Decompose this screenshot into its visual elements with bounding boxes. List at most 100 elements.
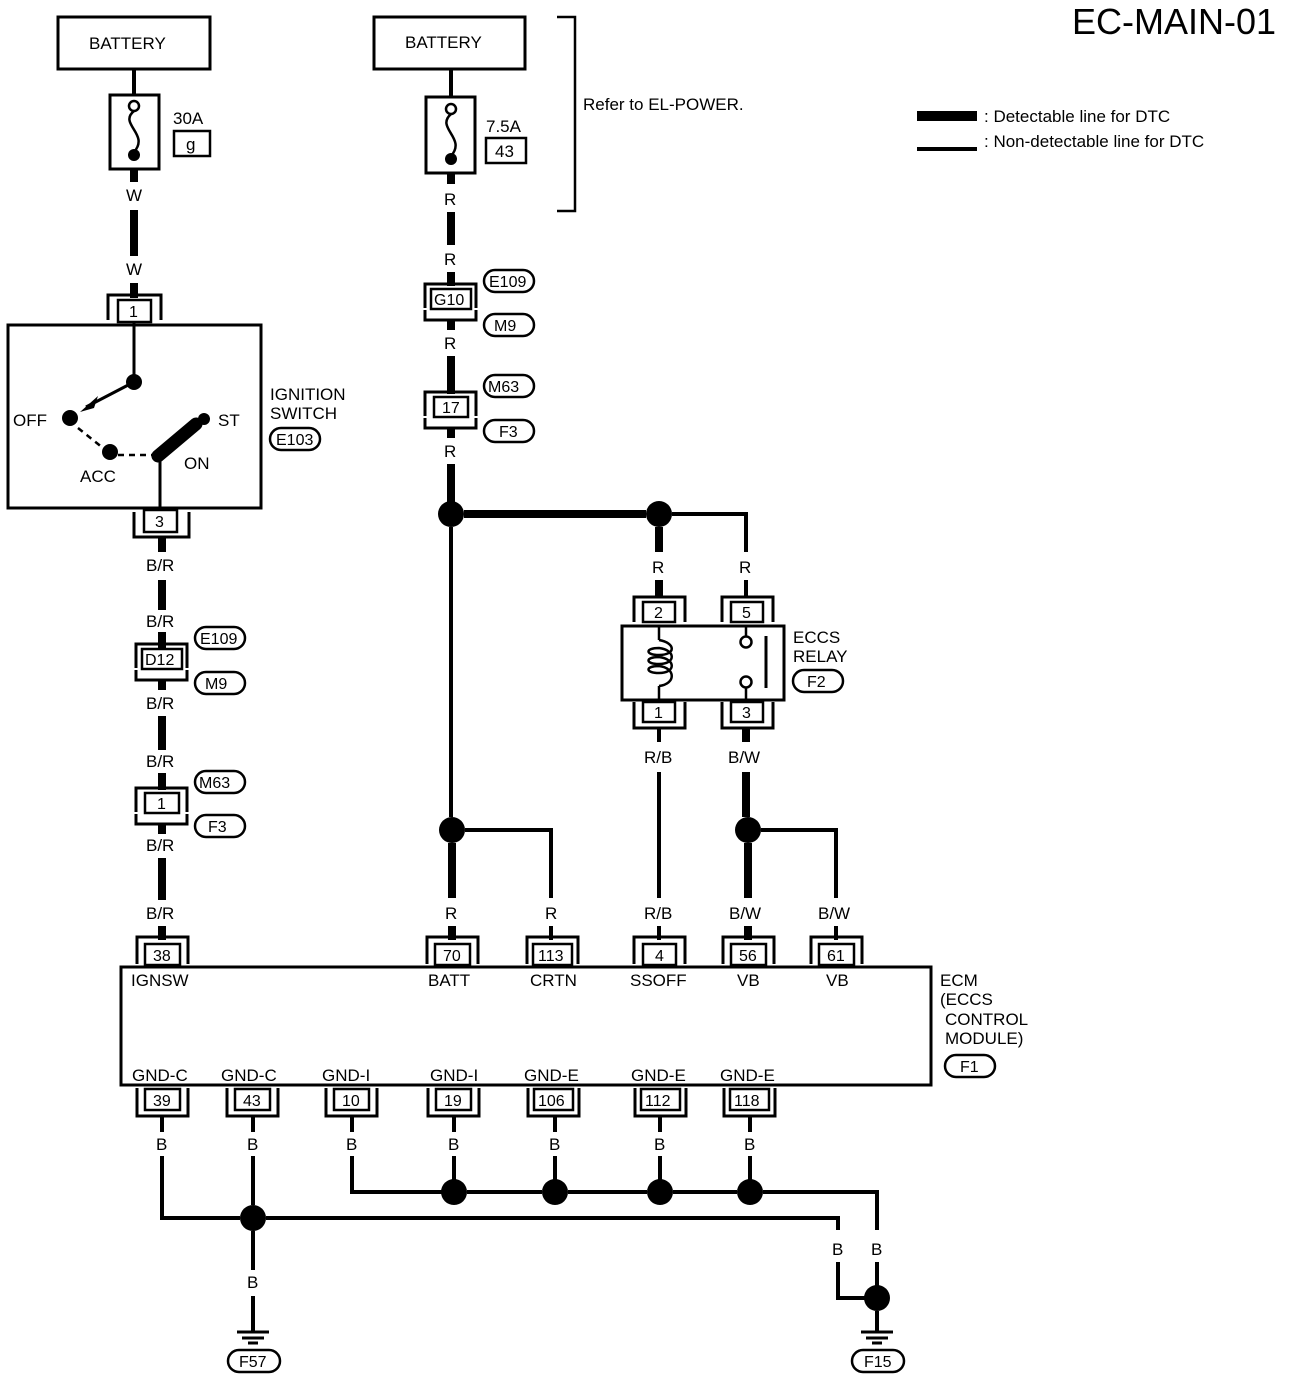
- ecm-label-vb61: VB: [826, 971, 849, 990]
- ecm-pin-39: 39: [135, 1087, 190, 1118]
- ecm-label-crtn: CRTN: [530, 971, 577, 990]
- ecm-pin-113: 113 CRTN: [525, 935, 580, 990]
- svg-text:61: 61: [827, 948, 845, 965]
- ecm-label-gnd-43: GND-C: [221, 1066, 277, 1085]
- svg-text:19: 19: [444, 1093, 462, 1110]
- svg-text:106: 106: [538, 1093, 565, 1110]
- svg-text:113: 113: [538, 948, 564, 965]
- legend: : Detectable line for DTC : Non-detectab…: [917, 107, 1204, 151]
- ecm-label-ignsw: IGNSW: [131, 971, 189, 990]
- svg-text:43: 43: [243, 1093, 261, 1110]
- svg-text:10: 10: [342, 1093, 360, 1110]
- ground-wiring: B B B B B B B B F57 B: [156, 1116, 906, 1374]
- refer-note: Refer to EL-POWER.: [583, 95, 744, 114]
- ignition-connector: E103: [276, 432, 313, 449]
- ecm-pin-70: 70 BATT: [425, 935, 480, 990]
- ecm-label-gnd-118: GND-E: [720, 1066, 775, 1085]
- ignition-pos-acc: ACC: [80, 467, 116, 486]
- wire-label-b-10: B: [346, 1135, 357, 1154]
- splice-gnd-106: [542, 1179, 568, 1205]
- svg-text:112: 112: [645, 1093, 671, 1110]
- ecm-pin-19: 19: [426, 1087, 481, 1118]
- right-joint1-pin: G10: [434, 292, 464, 309]
- ecm-pin-61: 61 VB: [809, 935, 864, 990]
- splice-top-right: [646, 501, 672, 527]
- ignition-switch: 1 OFF ACC ON ST 3 IGNITION SWITCH E103: [6, 293, 346, 539]
- right-joint2-bottom: F3: [499, 424, 518, 441]
- relay-pin-5: 5: [742, 605, 751, 622]
- wire-label-r3: R: [444, 334, 456, 353]
- fuse-30a-id: g: [186, 135, 195, 154]
- wire-label-b-112: B: [654, 1135, 665, 1154]
- relay-name-1: ECCS: [793, 628, 840, 647]
- battery-right: BATTERY: [372, 15, 527, 71]
- ecm-name-1: ECM: [940, 971, 978, 990]
- ecm-pin-43: 43: [225, 1087, 280, 1118]
- ground-f15: F15: [864, 1354, 892, 1371]
- page-code: EC-MAIN-01: [1072, 1, 1276, 42]
- connector-right-joint1: G10 E109 M9: [423, 268, 536, 338]
- refer-bracket: [557, 15, 577, 213]
- ecm: 38 IGNSW 70 BATT 113 CRTN 4 SSOFF 56 VB: [119, 935, 1028, 1118]
- splice-gnd-c: [240, 1205, 266, 1231]
- wire-label-r1: R: [444, 190, 456, 209]
- wire-label-b-43: B: [247, 1135, 258, 1154]
- wire-label-br5: B/R: [146, 836, 174, 855]
- wire-label-batt: R: [445, 904, 457, 923]
- fuse-30a-rating: 30A: [173, 109, 204, 128]
- splice-f15: [864, 1285, 890, 1311]
- wire-label-w2: W: [126, 260, 142, 279]
- ignition-pin-in: 1: [129, 304, 138, 321]
- wire-label-br6: B/R: [146, 904, 174, 923]
- fuse-30a: 30A g: [108, 93, 212, 171]
- ecm-label-gnd-19: GND-I: [430, 1066, 478, 1085]
- relay-pin-1: 1: [654, 705, 663, 722]
- splice-gnd-118: [737, 1179, 763, 1205]
- wire-label-vb61: B/W: [818, 904, 850, 923]
- wire-label-b-39: B: [156, 1135, 167, 1154]
- ignition-pos-off: OFF: [13, 411, 47, 430]
- wire-label-r2: R: [444, 250, 456, 269]
- wire-label-crtn: R: [545, 904, 557, 923]
- legend-non-detectable-text: : Non-detectable line for DTC: [984, 132, 1204, 151]
- svg-text:38: 38: [153, 948, 171, 965]
- ecm-connector: F1: [960, 1059, 979, 1076]
- ecm-label-gnd-10: GND-I: [322, 1066, 370, 1085]
- ecm-label-gnd-106: GND-E: [524, 1066, 579, 1085]
- svg-text:70: 70: [443, 948, 461, 965]
- right-joint1-top: E109: [489, 274, 526, 291]
- fuse-7-5a-rating: 7.5A: [486, 117, 522, 136]
- ecm-pin-38: 38 IGNSW: [131, 935, 190, 990]
- left-joint1-bottom: M9: [205, 676, 227, 693]
- wire-label-br1: B/R: [146, 556, 174, 575]
- legend-detectable-text: : Detectable line for DTC: [984, 107, 1170, 126]
- svg-text:56: 56: [739, 948, 757, 965]
- relay-name-2: RELAY: [793, 647, 848, 666]
- wire-label-r4: R: [444, 442, 456, 461]
- wire-label-b-106: B: [549, 1135, 560, 1154]
- connector-left-joint2: 1 M63 F3: [134, 769, 247, 839]
- ignition-name-1: IGNITION: [270, 385, 346, 404]
- wire-label-r5: R: [652, 558, 664, 577]
- svg-text:4: 4: [655, 948, 664, 965]
- ecm-pin-10: 10: [324, 1087, 379, 1118]
- ignition-pos-on: ON: [184, 454, 210, 473]
- wire-label-br3: B/R: [146, 694, 174, 713]
- svg-text:118: 118: [734, 1093, 760, 1110]
- splice-batt: [439, 817, 465, 843]
- wire-label-br4: B/R: [146, 752, 174, 771]
- left-joint1-pin: D12: [145, 652, 174, 669]
- splice-vb: [735, 817, 761, 843]
- fuse-7-5a-id: 43: [495, 142, 514, 161]
- wire-label-r6: R: [739, 558, 751, 577]
- ignition-pos-st: ST: [218, 411, 240, 430]
- wire-label-br2: B/R: [146, 612, 174, 631]
- ecm-pin-4: 4 SSOFF: [630, 935, 687, 990]
- splice-gnd-19: [441, 1179, 467, 1205]
- wire-label-b-f15b: B: [871, 1240, 882, 1259]
- relay-connector: F2: [807, 674, 826, 691]
- wire-label-w1: W: [126, 186, 142, 205]
- ecm-pin-118: 118: [722, 1087, 777, 1118]
- ecm-label-gnd-112: GND-E: [631, 1066, 686, 1085]
